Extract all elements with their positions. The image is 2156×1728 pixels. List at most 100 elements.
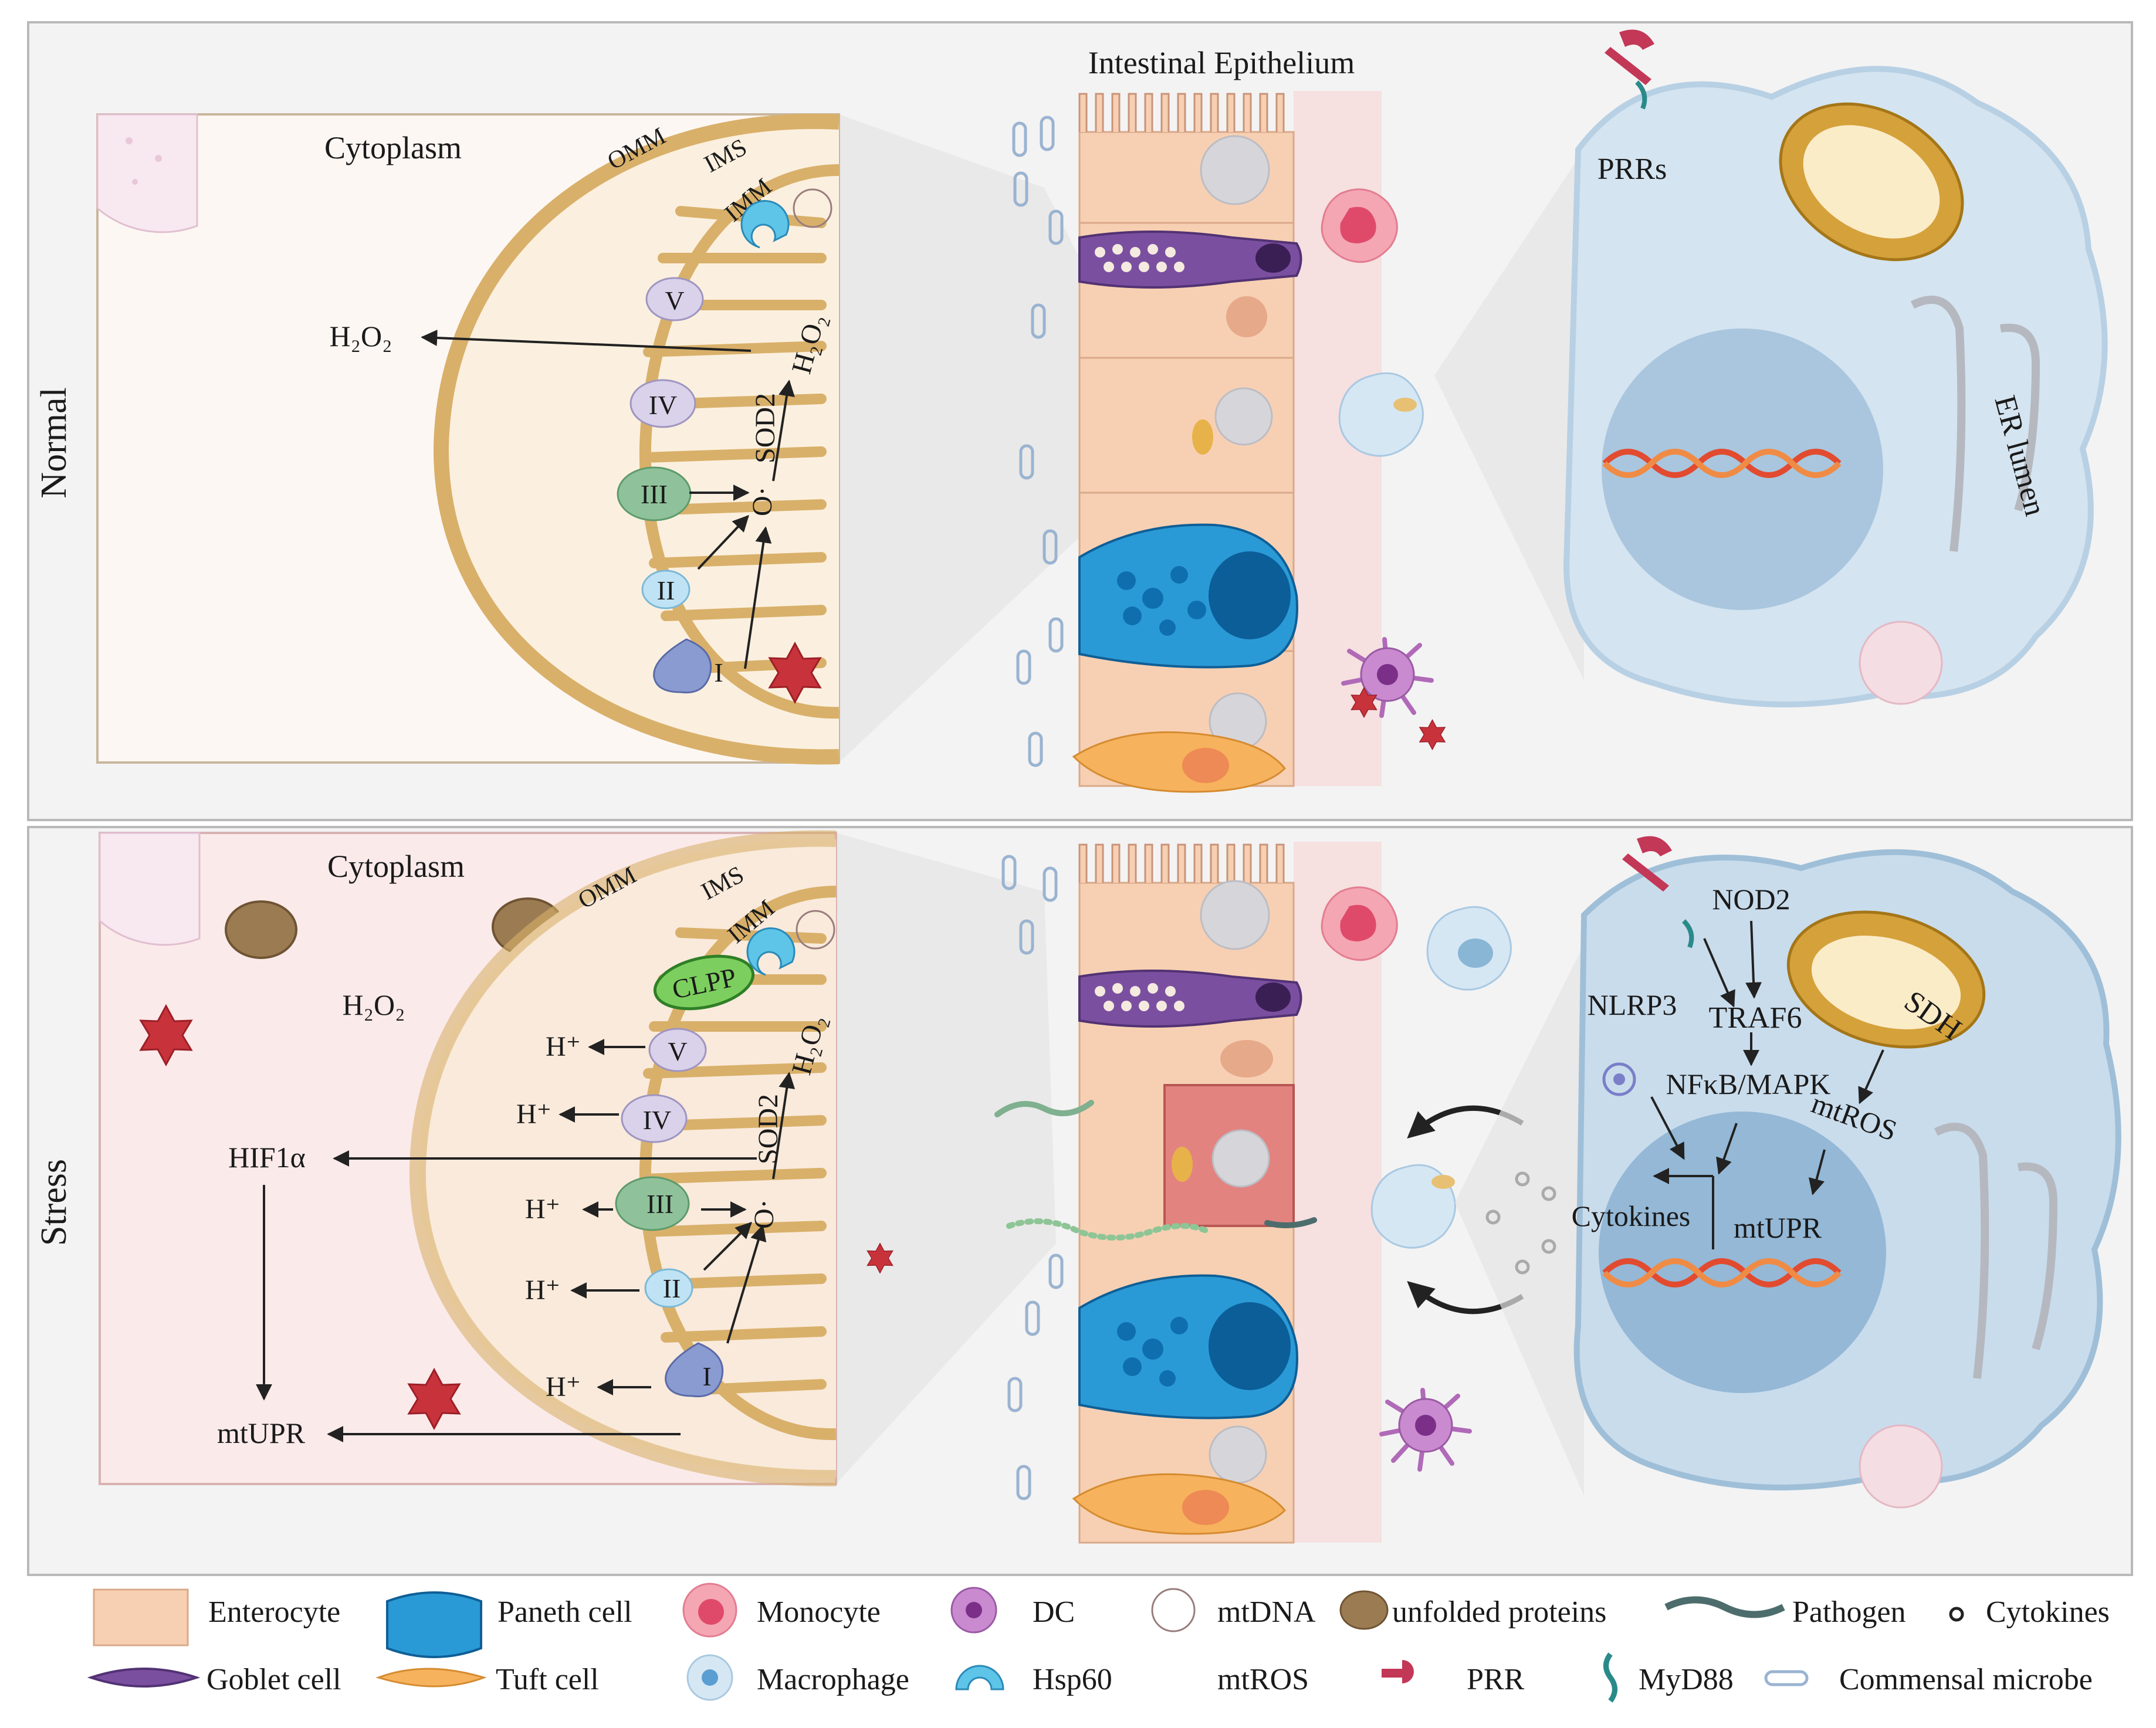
stress-monocyte (1321, 886, 1398, 961)
normal-panel-label: Normal (34, 387, 74, 498)
legend-myd88-icon (1603, 1652, 1617, 1703)
stress-mtupr-right: mtUPR (1734, 1211, 1822, 1244)
svg-text:III: III (641, 479, 668, 509)
stress-mitochondrion (1351, 687, 1986, 1049)
svg-text:III: III (647, 1189, 673, 1219)
stress-dna-icon (1602, 1258, 1842, 1287)
legend-cytokines-label: Cytokines (1986, 1595, 2110, 1629)
normal-cytoplasm-label: Cytoplasm (324, 130, 462, 165)
normal-dna-icon (1602, 449, 1842, 478)
normal-sod2: SOD2 (750, 393, 781, 463)
normal-mito-inner-membrane (639, 164, 840, 719)
stress-complex-ii: II (644, 1268, 693, 1308)
stress-mtdna-icon (796, 910, 835, 950)
stress-proton-v: H⁺ (546, 1031, 581, 1062)
svg-text:I: I (714, 658, 723, 687)
stress-panel-label: Stress (34, 1159, 74, 1246)
normal-goblet-cell (1078, 231, 1302, 289)
svg-text:V: V (665, 286, 684, 316)
normal-dc (1341, 637, 1434, 718)
normal-lysosome (1859, 621, 1943, 705)
stress-complex-i: I (665, 1342, 724, 1398)
legend: Enterocyte Paneth cell Monocyte DC mtDNA… (87, 1243, 2110, 1703)
stress-er (1934, 1123, 2058, 1379)
stress-proton-iii: H⁺ (525, 1194, 560, 1225)
legend-mtdna-label: mtDNA (1217, 1595, 1316, 1629)
stress-unfolded-proteins-left (225, 900, 297, 959)
legend-tuft-cell-label: Tuft cell (496, 1663, 599, 1696)
normal-tuft-cell (1072, 731, 1287, 793)
normal-complex-ii: II (641, 570, 691, 609)
legend-pathogen-label: Pathogen (1792, 1595, 1906, 1629)
svg-text:IV: IV (649, 390, 678, 420)
normal-mtdna-icon (793, 188, 832, 228)
legend-unfolded-proteins-icon (1339, 1590, 1389, 1630)
legend-myd88-label: MyD88 (1639, 1663, 1734, 1696)
legend-mtros-label: mtROS (1217, 1663, 1309, 1696)
stress-commensal-microbes (1001, 855, 1064, 1500)
legend-paneth-cell-icon (386, 1591, 482, 1658)
stress-macrophage-activated (1370, 1164, 1456, 1249)
legend-commensal-microbe-icon (1764, 1670, 1809, 1686)
svg-text:II: II (663, 1273, 681, 1303)
stress-prr-icon (1622, 836, 1694, 948)
stress-h2o2-cyto: H₂O₂ (342, 988, 405, 1021)
stress-nlrp3-icon (1602, 1062, 1636, 1096)
normal-complex-iii: III (617, 466, 692, 521)
stress-sod2: SOD2 (753, 1094, 784, 1164)
legend-cytokines-icon (1949, 1607, 1964, 1622)
stress-nucleus (1599, 1112, 1886, 1393)
legend-enterocyte-icon (93, 1588, 189, 1646)
stress-host-cell: NOD2 NLRP3 TRAF6 SDH NFκB/MAPK mtROS Cyt… (1351, 687, 2121, 1509)
stress-hsp60-icon (746, 927, 796, 976)
svg-text:IV: IV (643, 1105, 672, 1135)
stress-complex-iii: III (615, 1176, 690, 1231)
legend-pathogen-icon (1664, 1596, 1785, 1618)
normal-macrophage (1338, 372, 1424, 457)
stress-zoom-box: Cytoplasm OMM IMS IMM CLPP V (99, 830, 1056, 1487)
legend-tuft-cell-icon (375, 1668, 487, 1688)
normal-er (1910, 296, 2040, 552)
stress-proton-ii: H⁺ (525, 1275, 560, 1306)
normal-mitochondrion (1779, 102, 1964, 262)
legend-prr-label: PRR (1467, 1663, 1525, 1696)
legend-unfolded-proteins-label: unfolded proteins (1392, 1595, 1606, 1629)
legend-hsp60-icon (955, 1665, 1004, 1690)
stress-dc (1379, 1388, 1472, 1472)
normal-monocyte (1321, 188, 1398, 263)
stress-lysosome (1859, 1424, 1943, 1509)
normal-complex-iv: IV (629, 379, 696, 428)
normal-host-cell: ER lumen PRRs (1434, 29, 2108, 707)
normal-enterocyte-villi (1078, 93, 1285, 132)
legend-hsp60-label: Hsp60 (1033, 1663, 1112, 1696)
normal-commensal-microbes (1012, 116, 1064, 767)
stress-nfkb-label: NFκB/MAPK (1666, 1068, 1831, 1100)
stress-goblet-cell (1078, 970, 1302, 1028)
normal-prrs-label: PRRs (1597, 153, 1667, 186)
legend-dc-label: DC (1033, 1595, 1075, 1629)
legend-paneth-cell-label: Paneth cell (497, 1595, 632, 1629)
stress-cytoplasm-label: Cytoplasm (327, 849, 465, 884)
stress-tuft-cell (1072, 1473, 1287, 1535)
normal-hsp60-icon (740, 200, 790, 249)
legend-dc-icon (950, 1587, 997, 1634)
normal-epithelium: Intestinal Epithelium (1012, 45, 1434, 793)
legend-enterocyte-label: Enterocyte (208, 1595, 340, 1629)
stress-complex-iv: IV (621, 1094, 688, 1143)
normal-complex-v: V (645, 277, 704, 321)
legend-goblet-cell-label: Goblet cell (207, 1663, 341, 1696)
stress-nlrp3-label: NLRP3 (1588, 988, 1677, 1021)
svg-text:I: I (702, 1361, 711, 1391)
stress-hif1a: HIF1α (228, 1141, 306, 1174)
stress-nod2-label: NOD2 (1712, 883, 1790, 916)
stress-clpp: CLPP (653, 954, 755, 1011)
normal-zoom-box: Cytoplasm OMM IMS IMM V IV III (96, 113, 1115, 765)
legend-mtdna-icon (1151, 1588, 1196, 1632)
stress-traf6-label: TRAF6 (1709, 1001, 1802, 1035)
normal-prr-icon (1605, 29, 1654, 110)
legend-macrophage-label: Macrophage (757, 1663, 909, 1696)
stress-proton-i: H⁺ (546, 1371, 581, 1402)
stress-mito-inner-membrane (639, 886, 837, 1441)
stress-pathogen (994, 1100, 1317, 1241)
stress-cytokines-label: Cytokines (1572, 1200, 1691, 1232)
